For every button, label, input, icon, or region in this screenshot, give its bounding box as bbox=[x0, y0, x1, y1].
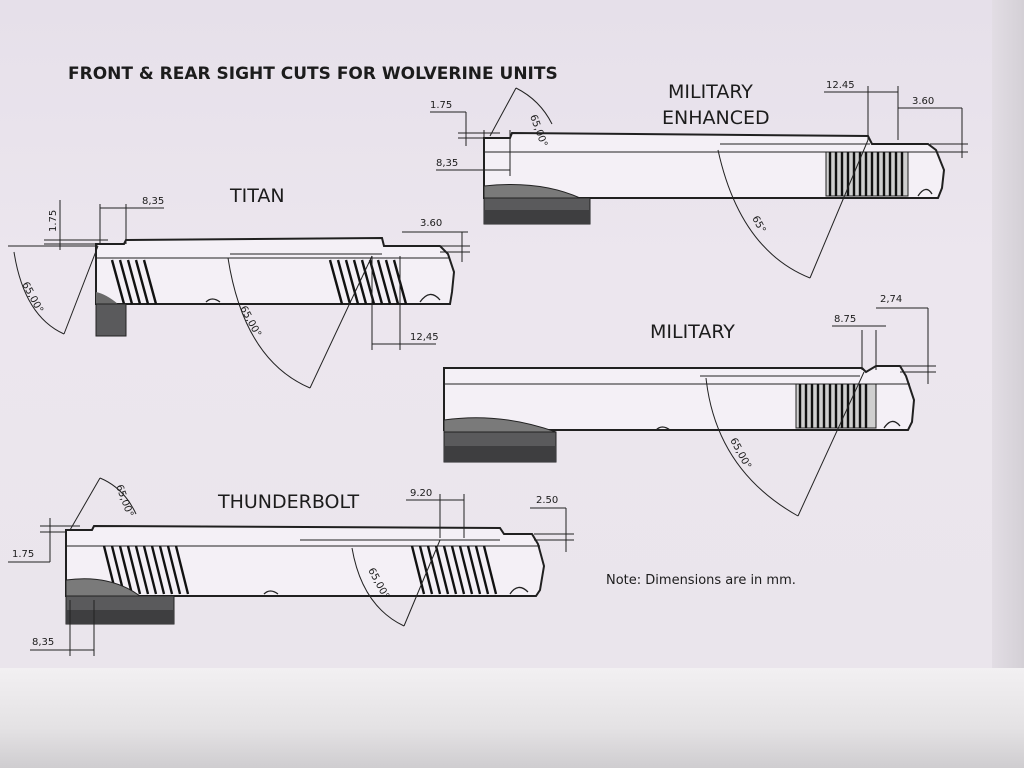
military-enhanced-rear-width: 12.45 bbox=[826, 80, 855, 91]
thunderbolt-label: THUNDERBOLT bbox=[217, 491, 359, 513]
titan-rear-width: 12,45 bbox=[410, 332, 439, 343]
military-rear-width: 8.75 bbox=[834, 314, 856, 325]
thunderbolt-rear-serrations bbox=[410, 545, 498, 595]
dimensions-note: Note: Dimensions are in mm. bbox=[606, 573, 796, 588]
slide-titan: TITAN 1.75 8,35 65,00° bbox=[8, 185, 470, 389]
slide-military: MILITARY 8.75 2,74 65,00° bbox=[443, 294, 936, 517]
paper-edge-shadow bbox=[992, 0, 1024, 668]
military-enhanced-serrations bbox=[825, 151, 909, 197]
military-enhanced-label-line1: MILITARY bbox=[668, 81, 753, 103]
thunderbolt-rear-height: 2.50 bbox=[536, 495, 558, 506]
military-enhanced-rear-height: 3.60 bbox=[912, 96, 934, 107]
titan-front-offset: 8,35 bbox=[142, 196, 164, 207]
titan-label: TITAN bbox=[229, 185, 285, 207]
titan-front-serrations bbox=[110, 259, 158, 305]
desk-surface bbox=[0, 668, 1024, 768]
slide-military-enhanced: MILITARY ENHANCED 1.75 8,35 65, bbox=[430, 80, 968, 279]
military-serrations bbox=[795, 383, 877, 429]
thunderbolt-front-offset: 8,35 bbox=[32, 637, 54, 648]
diagram-title: FRONT & REAR SIGHT CUTS FOR WOLVERINE UN… bbox=[68, 64, 558, 84]
titan-rear-angle: 65,00° bbox=[237, 304, 263, 339]
titan-front-block bbox=[95, 303, 127, 337]
military-enhanced-front-offset: 8,35 bbox=[436, 158, 458, 169]
thunderbolt-front-angle: 65,00° bbox=[113, 483, 135, 518]
military-enhanced-label-line2: ENHANCED bbox=[662, 107, 770, 129]
titan-front-height: 1.75 bbox=[48, 210, 59, 232]
slide-thunderbolt: THUNDERBOLT 1.75 8,3 bbox=[8, 477, 574, 656]
thunderbolt-front-height: 1.75 bbox=[12, 549, 34, 560]
military-enhanced-front-height: 1.75 bbox=[430, 100, 452, 111]
thunderbolt-slide-outline bbox=[65, 524, 546, 597]
thunderbolt-rear-width: 9.20 bbox=[410, 488, 432, 499]
military-rear-height: 2,74 bbox=[880, 294, 902, 305]
titan-rear-height: 3.60 bbox=[420, 218, 442, 229]
military-label: MILITARY bbox=[650, 321, 735, 343]
titan-front-angle: 65,00° bbox=[19, 280, 45, 315]
